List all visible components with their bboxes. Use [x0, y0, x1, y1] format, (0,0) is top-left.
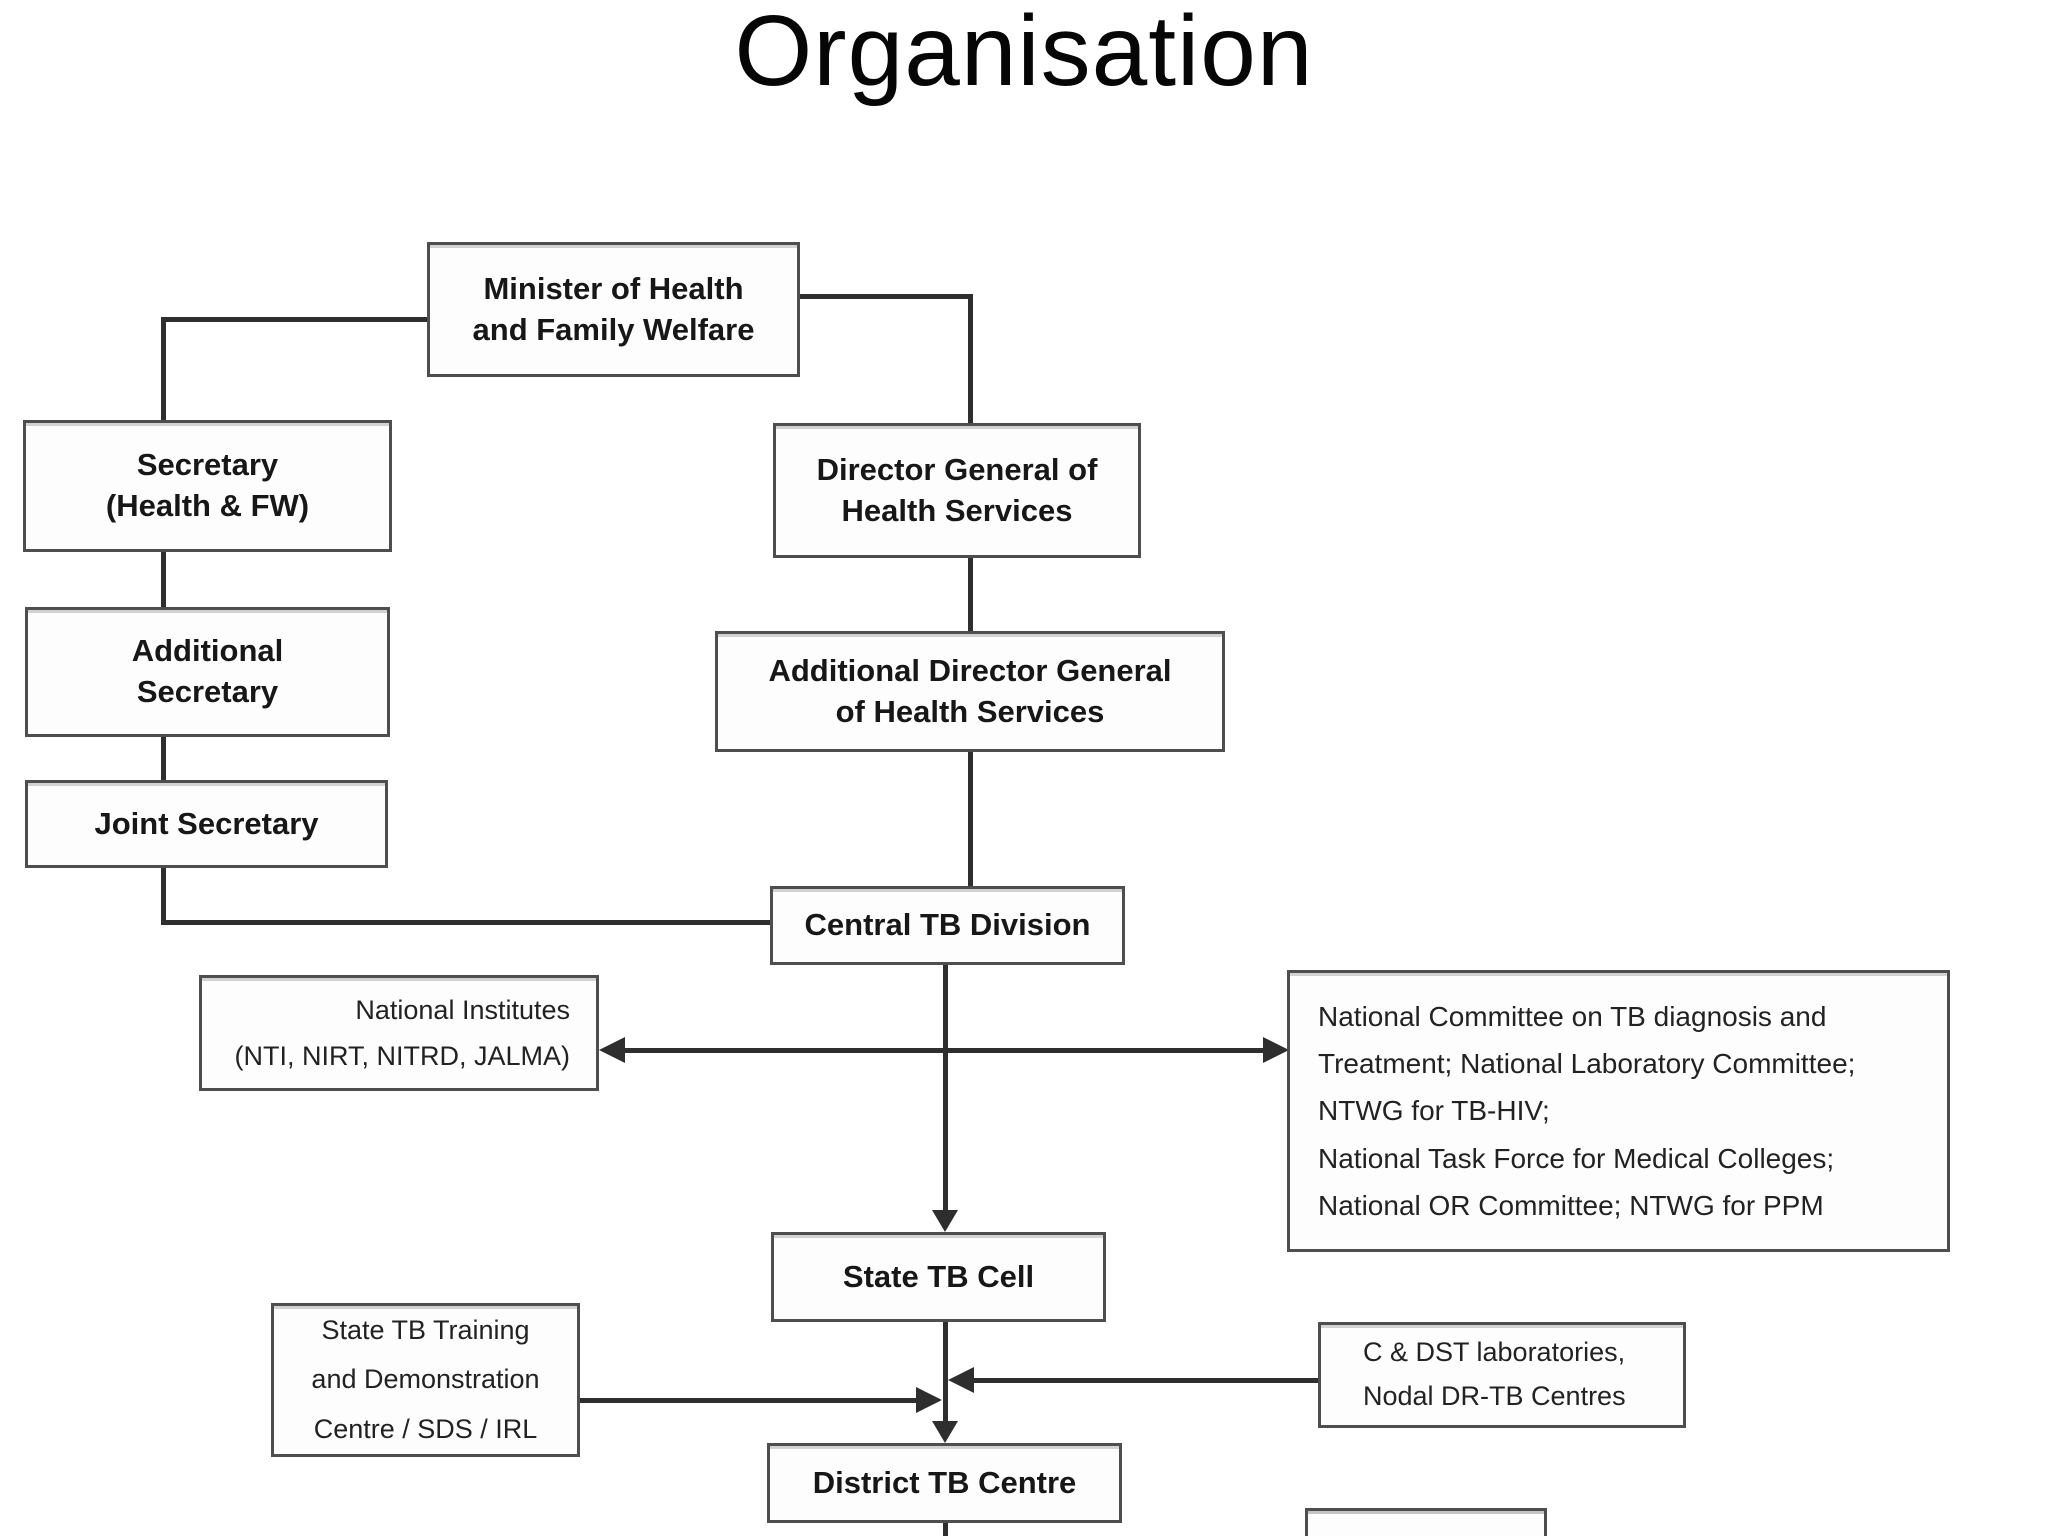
node-additional-director-general: Additional Director General of Health Se… — [715, 631, 1225, 752]
connector-cdst-arrow-line — [974, 1378, 1318, 1383]
arrowhead-from-state-training — [916, 1387, 942, 1413]
connector-minister-to-director-general — [968, 294, 973, 423]
connector-joint-secretary-to-central-tb — [161, 920, 770, 925]
node-state-tb-cell-label: State TB Cell — [842, 1258, 1035, 1294]
node-district-tb-centre: District TB Centre — [767, 1443, 1122, 1523]
connector-dg-to-additional-dg — [968, 558, 973, 631]
node-cdst-laboratories-label: C & DST laboratories, Nodal DR-TB Centre… — [1363, 1337, 1626, 1411]
node-national-committees-label: National Committee on TB diagnosis and T… — [1318, 1001, 1856, 1221]
connector-joint-secretary-down — [161, 868, 166, 925]
node-secretary-health-fw: Secretary (Health & FW) — [23, 420, 392, 552]
arrowhead-into-district-tb-centre — [932, 1421, 958, 1443]
node-partial-bottom-right-box — [1305, 1508, 1547, 1536]
node-secretary-health-fw-label: Secretary (Health & FW) — [105, 447, 310, 523]
node-state-tb-training-centre-label: State TB Training and Demonstration Cent… — [311, 1315, 540, 1444]
node-central-tb-division: Central TB Division — [770, 886, 1125, 965]
arrowhead-into-national-committees — [1263, 1037, 1289, 1063]
node-cdst-laboratories: C & DST laboratories, Nodal DR-TB Centre… — [1318, 1322, 1686, 1428]
node-additional-secretary: Additional Secretary — [25, 607, 390, 737]
node-director-general-label: Director General of Health Services — [816, 451, 1098, 528]
connector-state-tb-cell-to-district-tb — [943, 1322, 948, 1421]
node-minister-of-health: Minister of Health and Family Welfare — [427, 242, 800, 377]
connector-minister-left-horizontal — [161, 317, 427, 322]
node-national-institutes: National Institutes (NTI, NIRT, NITRD, J… — [199, 975, 599, 1091]
node-national-committees: National Committee on TB diagnosis and T… — [1287, 970, 1950, 1252]
node-additional-secretary-label: Additional Secretary — [131, 633, 284, 709]
connector-minister-to-secretary — [161, 317, 166, 420]
page-title: Organisation — [734, 0, 1314, 107]
connector-state-training-arrow-line — [580, 1398, 916, 1403]
node-joint-secretary-label: Joint Secretary — [94, 805, 319, 841]
connector-additional-dg-to-central-tb — [968, 752, 973, 886]
node-additional-director-general-label: Additional Director General of Health Se… — [768, 652, 1172, 729]
node-minister-of-health-label: Minister of Health and Family Welfare — [472, 270, 755, 347]
node-state-tb-cell: State TB Cell — [771, 1232, 1106, 1322]
node-national-institutes-label: National Institutes (NTI, NIRT, NITRD, J… — [234, 994, 570, 1071]
node-director-general: Director General of Health Services — [773, 423, 1141, 558]
connector-secretary-to-additional-secretary — [161, 552, 166, 607]
connector-central-tb-to-state-tb-cell — [943, 965, 948, 1212]
arrowhead-from-cdst-labs — [948, 1367, 974, 1393]
node-district-tb-centre-label: District TB Centre — [812, 1464, 1077, 1500]
node-joint-secretary: Joint Secretary — [25, 780, 388, 868]
connector-minister-right-horizontal — [800, 294, 971, 299]
node-central-tb-division-label: Central TB Division — [804, 907, 1091, 943]
arrowhead-into-national-institutes — [599, 1037, 625, 1063]
arrowhead-into-state-tb-cell — [932, 1210, 958, 1232]
connector-district-tb-down-stub — [943, 1523, 948, 1536]
node-state-tb-training-centre: State TB Training and Demonstration Cent… — [271, 1303, 580, 1457]
connector-additional-secretary-to-joint-secretary — [161, 737, 166, 780]
